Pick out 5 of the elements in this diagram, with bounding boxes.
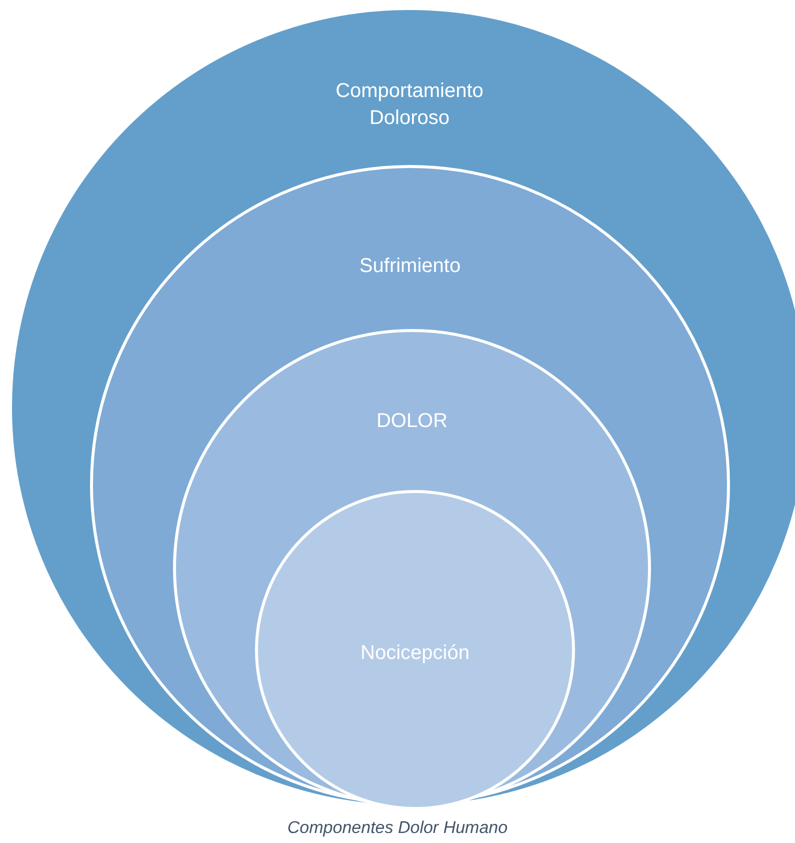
circle-label: Comportamiento Doloroso xyxy=(334,79,484,131)
circle-label: Sufrimiento xyxy=(358,254,462,279)
circle-label: DOLOR xyxy=(375,409,449,434)
caption: Componentes Dolor Humano xyxy=(286,818,509,838)
circle-label: Nocicepción xyxy=(360,641,470,666)
